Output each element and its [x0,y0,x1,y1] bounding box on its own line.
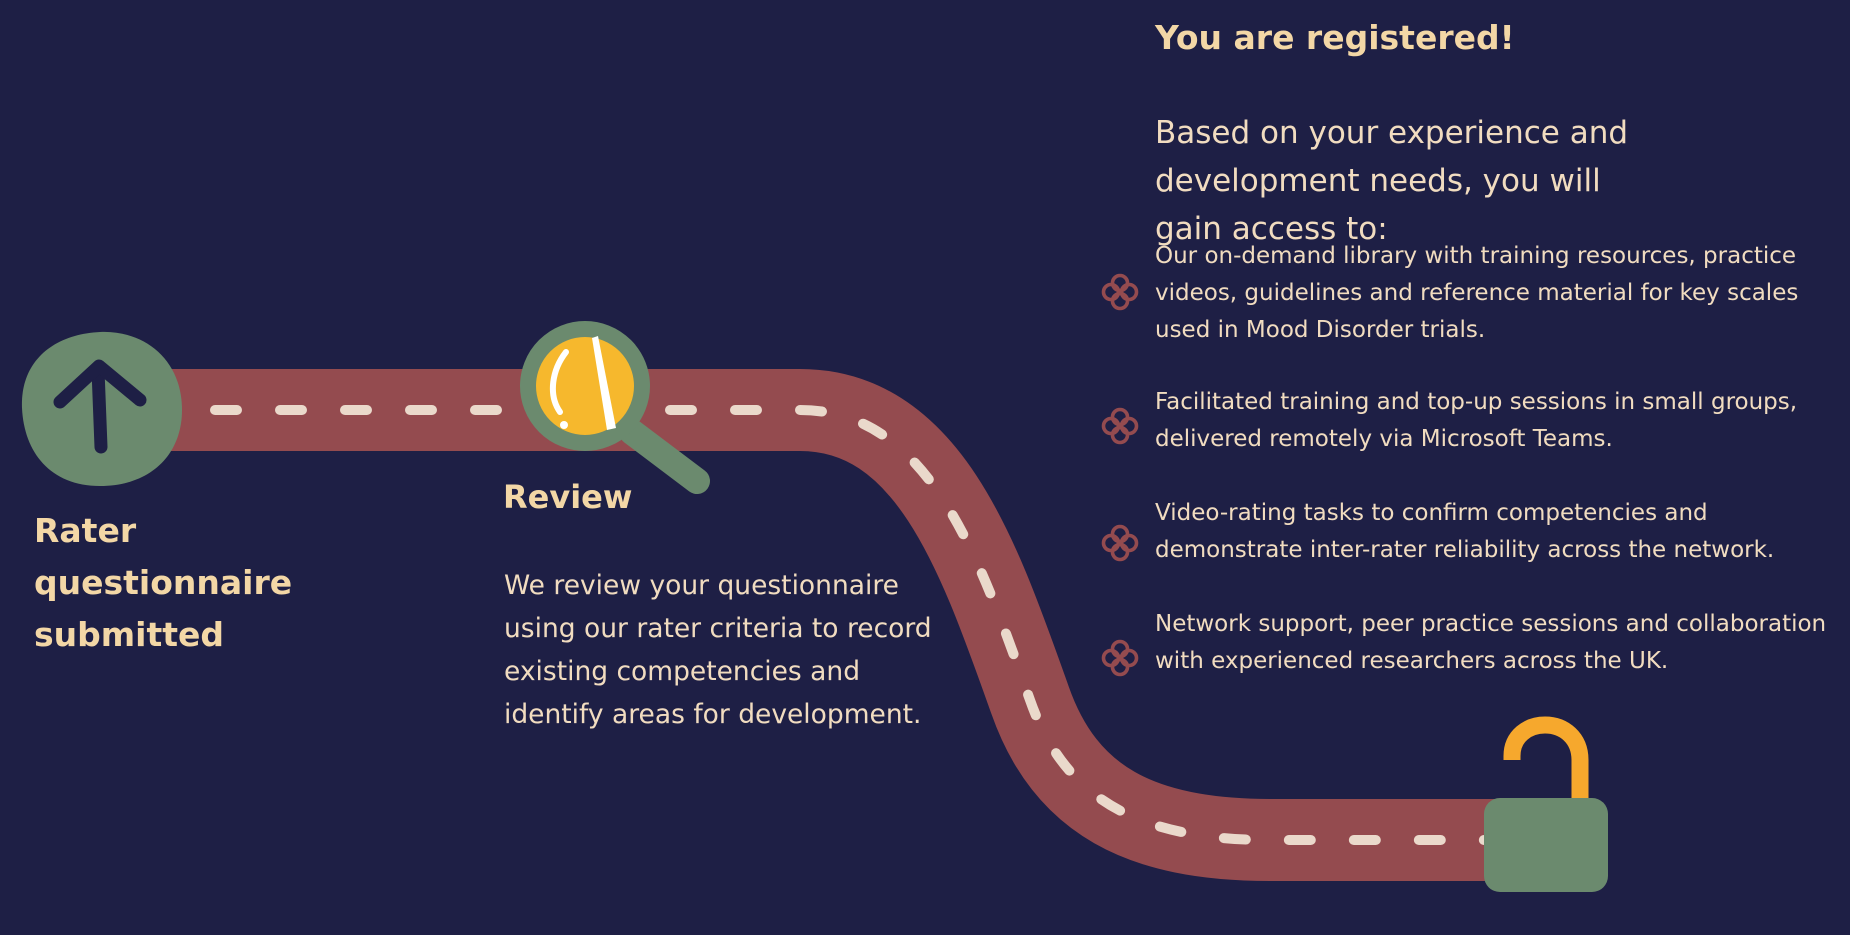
registered-heading: You are registered! [1155,18,1515,57]
quatrefoil-icon [1101,273,1139,311]
benefit-text: Our on-demand library with training reso… [1155,243,1799,343]
road-centre-dashes [145,405,1505,845]
benefit-text: Network support, peer practice sessions … [1155,611,1827,674]
step-title-review: Review [503,478,633,516]
benefit-text: Facilitated training and top-up sessions… [1155,389,1798,452]
quatrefoil-icon [1101,524,1139,562]
step-description-review: We review your questionnaire using our r… [504,569,932,730]
registered-intro: Based on your experience and development… [1155,115,1629,247]
start-badge [21,331,182,486]
quatrefoil-icon [1101,407,1139,445]
benefit-text: Video-rating tasks to confirm competenci… [1155,500,1775,563]
unlocked-padlock-icon [1484,716,1608,892]
arrow-up-icon [53,359,147,454]
step-title-submitted: Rater questionnaire submitted [34,511,293,654]
quatrefoil-icon [1101,639,1139,677]
magnifying-glass-icon [520,321,710,494]
